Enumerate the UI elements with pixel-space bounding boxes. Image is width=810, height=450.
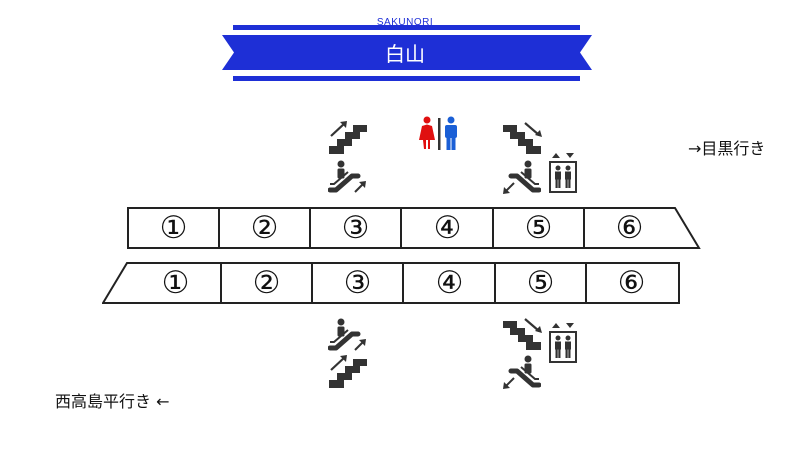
escalator-down-icon xyxy=(503,355,541,389)
lower-car-2: ② xyxy=(252,265,281,301)
header-bottom-line xyxy=(233,76,580,81)
escalator-up-icon xyxy=(328,318,366,351)
upper-track-outline xyxy=(127,207,701,249)
station-name-banner xyxy=(222,35,592,70)
male-figure-icon xyxy=(445,116,457,150)
elevator-icon xyxy=(549,323,577,363)
upper-car-6: ⑥ xyxy=(615,210,644,246)
destination-meguro: →目黒行き xyxy=(688,139,766,158)
lower-car-4: ④ xyxy=(435,265,464,301)
upper-track: ① ② ③ ④ ⑤ ⑥ xyxy=(127,207,707,249)
upper-car-2: ② xyxy=(250,210,279,246)
female-figure-icon xyxy=(419,116,435,149)
upper-car-5: ⑤ xyxy=(524,210,553,246)
restroom-icon xyxy=(419,116,457,150)
escalator-up-icon xyxy=(328,160,366,193)
lower-car-6: ⑥ xyxy=(617,265,646,301)
lower-track: ① ② ③ ④ ⑤ ⑥ xyxy=(102,262,682,304)
upper-car-3: ③ xyxy=(341,210,370,246)
upper-car-1: ① xyxy=(159,210,188,246)
stairs-up-icon xyxy=(329,121,367,154)
station-name: 白山 xyxy=(385,42,425,66)
lower-car-1: ① xyxy=(161,265,190,301)
escalator-down-icon xyxy=(503,160,541,194)
elevator-icon xyxy=(549,153,577,193)
stairs-down-icon xyxy=(503,122,542,154)
line-name: SAKUNORI xyxy=(376,17,434,28)
lower-track-outline xyxy=(102,262,680,304)
lower-car-5: ⑤ xyxy=(526,265,555,301)
upper-car-4: ④ xyxy=(433,210,462,246)
lower-car-3: ③ xyxy=(343,265,372,301)
stairs-down-icon xyxy=(503,318,542,350)
stairs-up-icon xyxy=(329,355,367,388)
destination-nishitakashimadaira: 西高島平行き ← xyxy=(55,392,170,411)
header-top-line xyxy=(233,25,580,30)
